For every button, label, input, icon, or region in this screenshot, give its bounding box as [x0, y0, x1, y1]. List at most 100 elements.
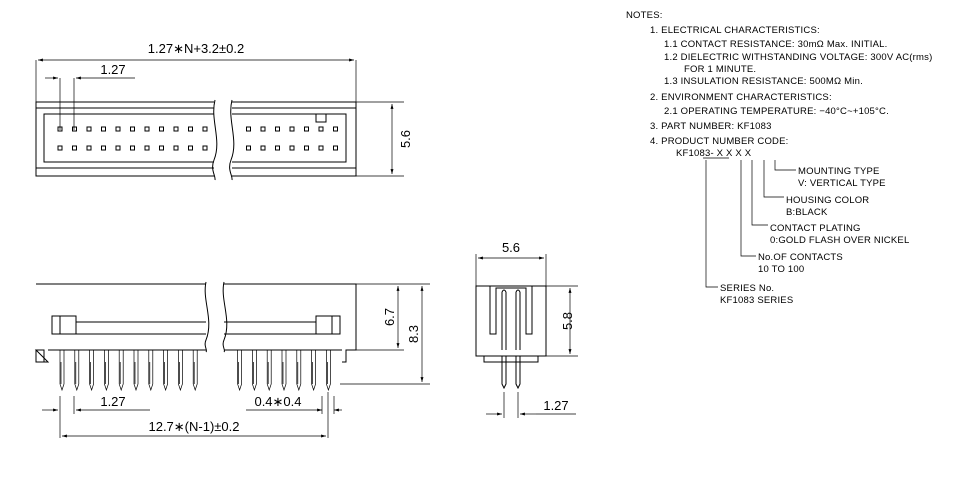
- front-break-right: [222, 281, 228, 353]
- pin-square: [188, 126, 193, 132]
- note-1: 1. ELECTRICAL CHARACTERISTICS:: [650, 25, 820, 36]
- dim-total-height-label: 8.3: [406, 325, 421, 343]
- dim-front-pitch-label: 1.27: [100, 394, 125, 409]
- contact-plating-title: CONTACT PLATING: [770, 223, 861, 234]
- pin-square: [333, 145, 338, 151]
- pin-square: [333, 126, 338, 132]
- pin-square: [159, 126, 164, 132]
- dim-side-width-label: 5.6: [502, 240, 520, 255]
- pin-square: [115, 126, 121, 132]
- pin-lead: [118, 350, 124, 392]
- dim-pin-label: 0.4∗0.4: [254, 394, 301, 409]
- pin-lead: [252, 350, 257, 392]
- note-2: 2. ENVIRONMENT CHARACTERISTICS:: [650, 92, 832, 103]
- pin-square: [130, 145, 135, 151]
- pin-square: [173, 145, 179, 151]
- pin-square: [144, 126, 150, 132]
- note-1-3: 1.3 INSULATION RESISTANCE: 500MΩ Min.: [664, 76, 863, 87]
- front-pin-row: [59, 350, 331, 392]
- pin-square: [188, 145, 193, 151]
- pin-square: [260, 126, 266, 132]
- side-contact-tips: [501, 289, 521, 293]
- dim-span-label: 12.7∗(N-1)±0.2: [148, 419, 239, 434]
- contact-plating-value: 0:GOLD FLASH OVER NICKEL: [770, 235, 909, 246]
- break-line-left: [212, 99, 218, 181]
- pin-square: [57, 145, 63, 151]
- pin-lead: [163, 350, 168, 392]
- pin-square: [86, 145, 92, 151]
- mounting-type-value: V: VERTICAL TYPE: [798, 178, 886, 189]
- pin-lead: [148, 350, 154, 392]
- front-foot-left: [35, 350, 44, 363]
- pin-square: [275, 145, 280, 151]
- contacts-title: No.OF CONTACTS: [758, 252, 843, 263]
- break-line-right: [229, 99, 235, 181]
- polarization-key: [315, 114, 327, 123]
- side-housing: [475, 285, 547, 363]
- pin-lead: [266, 350, 272, 392]
- pin-square: [318, 145, 324, 151]
- pin-square: [86, 126, 92, 132]
- note-2-1: 2.1 OPERATING TEMPERATURE: −40°C~+105°C.: [664, 106, 889, 117]
- pin-square: [159, 145, 164, 151]
- break-gap: [214, 100, 232, 180]
- pin-lead: [104, 350, 109, 392]
- leader-housing: [763, 160, 784, 198]
- pin-square: [246, 145, 251, 151]
- pin-lead: [192, 350, 198, 392]
- pin-lead: [178, 350, 183, 392]
- housing-cavity: [43, 113, 347, 163]
- pin-square: [202, 145, 208, 151]
- pin-lead: [74, 350, 80, 392]
- pin-square: [72, 145, 77, 151]
- product-code: KF1083- X X X X: [676, 148, 752, 159]
- contacts-value: 10 TO 100: [758, 264, 804, 275]
- mounting-type-title: MOUNTING TYPE: [798, 166, 880, 177]
- pin-lead: [296, 350, 302, 392]
- leader-contacts: [740, 160, 756, 257]
- leader-mounting: [774, 160, 796, 171]
- pin-square: [115, 145, 121, 151]
- latch-right: [315, 315, 341, 335]
- pin-lead: [326, 350, 331, 392]
- dim-pitch-label: 1.27: [100, 62, 125, 77]
- latch-left: [51, 315, 77, 335]
- dim-side-height-label: 5.8: [560, 312, 575, 330]
- housing-color-value: B:BLACK: [786, 207, 828, 218]
- series-title: SERIES No.: [720, 283, 774, 294]
- front-break-gap: [206, 282, 224, 352]
- dim-height-label: 5.6: [398, 130, 413, 148]
- note-1-2: 1.2 DIELECTRIC WITHSTANDING VOLTAGE: 300…: [664, 52, 932, 63]
- side-cavity: [489, 286, 533, 335]
- pin-lead: [281, 350, 287, 392]
- notes-heading: NOTES:: [626, 10, 663, 21]
- front-break-left: [204, 281, 210, 353]
- pin-lead: [311, 350, 316, 392]
- pin-square: [304, 145, 309, 151]
- note-1-1: 1.1 CONTACT RESISTANCE: 30mΩ Max. INITIA…: [664, 39, 888, 50]
- pin-square: [173, 126, 179, 132]
- front-view: 1.27 0.4∗0.4 12.7∗(N-1)±0.2 6.7 8.3: [34, 281, 430, 438]
- series-value: KF1083 SERIES: [720, 295, 793, 306]
- dim-total-label: 1.27∗N+3.2±0.2: [148, 41, 244, 56]
- leader-plating: [751, 160, 768, 226]
- note-3: 3. PART NUMBER: KF1083: [650, 121, 772, 132]
- pin-square: [144, 145, 150, 151]
- pin-lead: [237, 350, 242, 392]
- note-1-2b: FOR 1 MINUTE.: [684, 64, 756, 75]
- side-view: 5.6 5.8 1.27: [475, 240, 578, 418]
- pin-square: [318, 126, 324, 132]
- pin-square: [130, 126, 135, 132]
- pin-square: [304, 126, 309, 132]
- pin-square: [246, 126, 251, 132]
- side-pins: [501, 356, 521, 390]
- dim-side-pitch-label: 1.27: [543, 398, 568, 413]
- notes-block: NOTES: 1. ELECTRICAL CHARACTERISTICS: 1.…: [626, 10, 932, 306]
- side-contacts: [501, 292, 521, 350]
- pin-lead: [89, 350, 94, 392]
- top-view: 1.27∗N+3.2±0.2 1.27 5.6: [35, 41, 413, 181]
- dim-body-label: 6.7: [382, 308, 397, 326]
- pin-square: [260, 145, 266, 151]
- pin-square: [289, 126, 295, 132]
